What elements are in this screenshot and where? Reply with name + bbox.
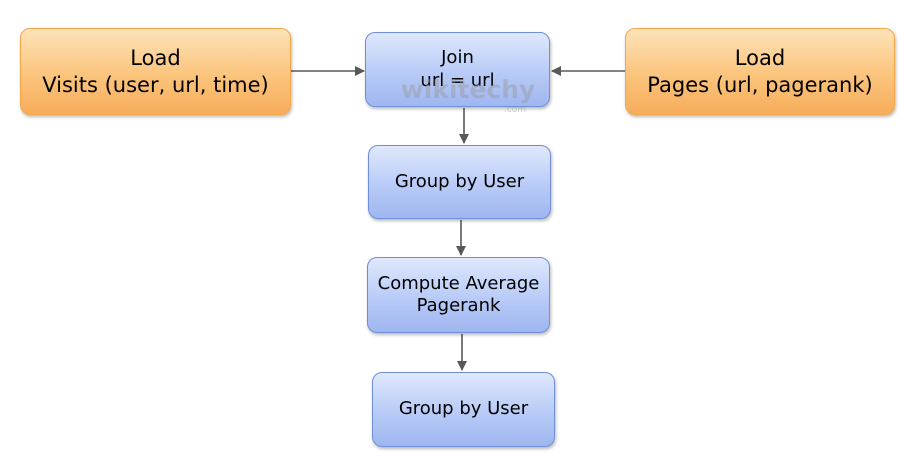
compute-average-line1: Compute Average [377,272,540,294]
compute-average-line2: Pagerank [416,295,501,316]
group-by-user-1-label: Group by User [394,170,525,192]
load-visits-line1: Load [130,46,181,71]
join-line2: url = url [420,69,495,91]
join-node: Join url = url [365,32,550,107]
load-pages-line1: Load [734,46,786,71]
load-visits-line2: Visits (user, url, time) [42,72,269,97]
compute-average-node: Compute Average Pagerank [367,257,550,333]
load-pages-node: Load Pages (url, pagerank) [625,28,895,115]
group-by-user-2-label: Group by User [398,398,529,420]
group-by-user-node-1: Group by User [368,145,551,219]
load-pages-line2: Pages (url, pagerank) [647,72,873,97]
group-by-user-node-2: Group by User [372,372,555,447]
join-line1: Join [441,47,474,68]
load-visits-node: Load Visits (user, url, time) [20,28,291,115]
